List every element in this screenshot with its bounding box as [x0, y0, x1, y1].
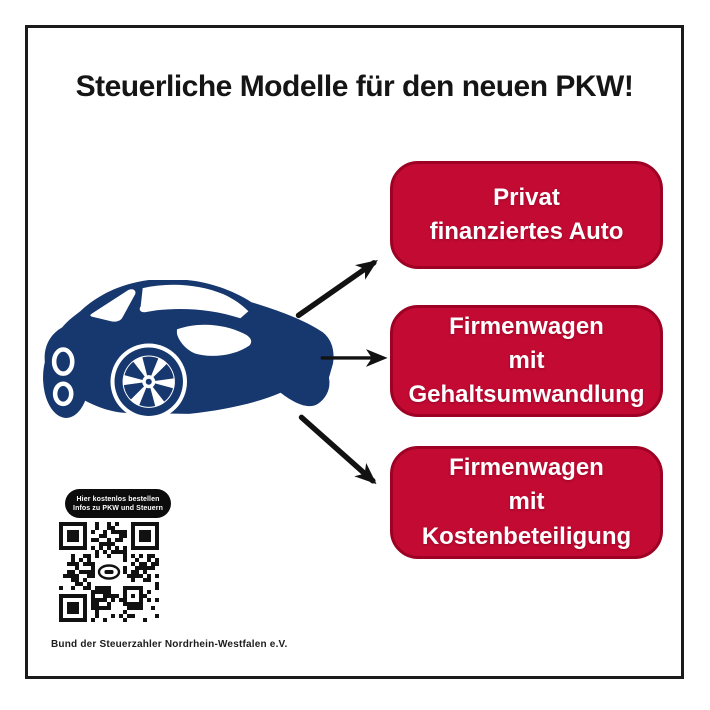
option-line: Gehaltsumwandlung	[408, 381, 645, 409]
option-line: Firmenwagen	[449, 454, 604, 482]
car-icon	[43, 280, 334, 420]
border-frame: Steuerliche Modelle für den neuen PKW!	[25, 25, 684, 679]
option-line: finanziertes Auto	[429, 218, 624, 245]
option-line: mit	[508, 346, 545, 374]
option-line: Kostenbeteiligung	[421, 522, 632, 550]
qr-caption-line: Infos zu PKW und Steuern	[73, 504, 163, 512]
qr-caption-pill: Hier kostenlos bestellen Infos zu PKW un…	[65, 489, 171, 518]
option-firmenwagen-gehaltsumwandlung: Firmenwagen mit Gehaltsumwandlung	[390, 305, 663, 417]
qr-caption-line: Hier kostenlos bestellen	[76, 495, 160, 503]
page-title: Steuerliche Modelle für den neuen PKW!	[75, 70, 634, 103]
option-firmenwagen-kostenbeteiligung: Firmenwagen mit Kostenbeteiligung	[390, 446, 663, 559]
qr-code-icon	[57, 520, 161, 624]
option-line: mit	[508, 488, 545, 516]
footer-credit: Bund der Steuerzahler Nordrhein-Westfale…	[51, 639, 288, 650]
car-illustration	[36, 264, 338, 432]
option-privat-finanziertes-auto: Privat finanziertes Auto	[390, 161, 663, 269]
option-line: Privat	[493, 183, 560, 211]
option-line: Firmenwagen	[449, 312, 604, 340]
